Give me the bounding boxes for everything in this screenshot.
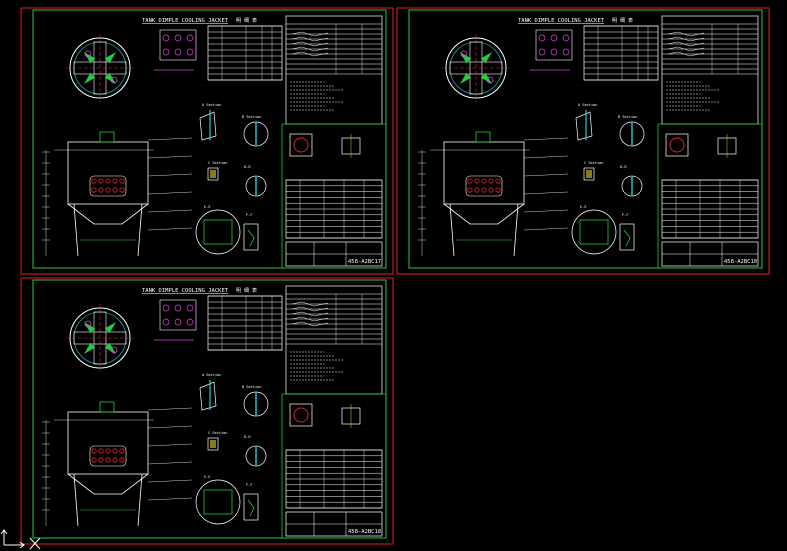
section-details <box>571 110 645 255</box>
technical-requirements-table <box>661 15 759 125</box>
drawing-sheet-2[interactable]: TANK DIMPLE COOLING JACKET 明 细 表 458-A2BC1… <box>396 7 770 275</box>
sheet-frame <box>32 279 387 539</box>
detail-label: F-F <box>622 213 629 217</box>
sheet-title: TANK DIMPLE COOLING JACKET <box>142 18 229 24</box>
parts-list-heading: 明 细 表 <box>236 287 257 294</box>
detail-label: E-E <box>204 475 211 479</box>
detail-label: F-F <box>246 483 253 487</box>
dimple-detail <box>535 29 573 61</box>
drawing-sheet-1[interactable]: TANK DIMPLE COOLING JACKET 明 细 表 458-A2BC1… <box>20 7 394 275</box>
sheet-frame <box>408 9 763 269</box>
detail-label: D-D <box>620 165 627 169</box>
technical-requirements-table <box>285 285 383 395</box>
detail-label: C Section <box>208 431 227 435</box>
detail-label: C Section <box>584 161 603 165</box>
detail-label: F-F <box>246 213 253 217</box>
detail-label: A Section <box>202 103 221 107</box>
section-details <box>195 110 269 255</box>
dimple-detail <box>159 29 197 61</box>
nozzle-detail <box>289 403 313 427</box>
parts-list-table <box>207 295 283 351</box>
detail-label: C Section <box>208 161 227 165</box>
detail-label: B Section <box>618 115 637 119</box>
parts-list-heading: 明 细 表 <box>236 17 257 24</box>
detail-label: A Section <box>202 373 221 377</box>
tank-elevation-view <box>418 131 569 257</box>
detail-label: D-D <box>244 165 251 169</box>
sheet-border <box>396 7 770 275</box>
sheet-title: TANK DIMPLE COOLING JACKET <box>142 288 229 294</box>
nozzle-detail <box>665 133 689 157</box>
sheet-border <box>20 277 394 545</box>
drawing-number: 458-A2BC10 <box>724 259 757 265</box>
dimple-detail <box>159 299 197 331</box>
detail-label: E-E <box>580 205 587 209</box>
nozzle-schedule-table <box>285 449 383 509</box>
parts-list-table <box>583 25 659 81</box>
detail-label: A Section <box>578 103 597 107</box>
parts-list-heading: 明 细 表 <box>612 17 633 24</box>
title-block: 458-A2BC17 <box>285 241 383 267</box>
sheet-frame <box>32 9 387 269</box>
title-block: 458-A2BC10 <box>661 241 759 267</box>
nozzle-schedule-table <box>285 179 383 239</box>
drawing-sheet-3[interactable]: TANK DIMPLE COOLING JACKET 明 细 表 458-A2BC1… <box>20 277 394 545</box>
nozzle-detail <box>289 133 313 157</box>
section-details <box>195 380 269 525</box>
drawing-number: 458-A2BC17 <box>348 259 381 265</box>
detail-label: E-E <box>204 205 211 209</box>
detail-label: D-D <box>244 435 251 439</box>
title-block: 458-A2BC18 <box>285 511 383 537</box>
detail-label: B Section <box>242 115 261 119</box>
technical-requirements-table <box>285 15 383 125</box>
drawing-number: 458-A2BC18 <box>348 529 381 535</box>
sheet-border <box>20 7 394 275</box>
nozzle-schedule-table <box>661 179 759 239</box>
tank-elevation-view <box>42 401 193 527</box>
ucs-axis-icon <box>0 529 41 550</box>
sheet-title: TANK DIMPLE COOLING JACKET <box>518 18 605 24</box>
detail-label: B Section <box>242 385 261 389</box>
tank-elevation-view <box>42 131 193 257</box>
parts-list-table <box>207 25 283 81</box>
